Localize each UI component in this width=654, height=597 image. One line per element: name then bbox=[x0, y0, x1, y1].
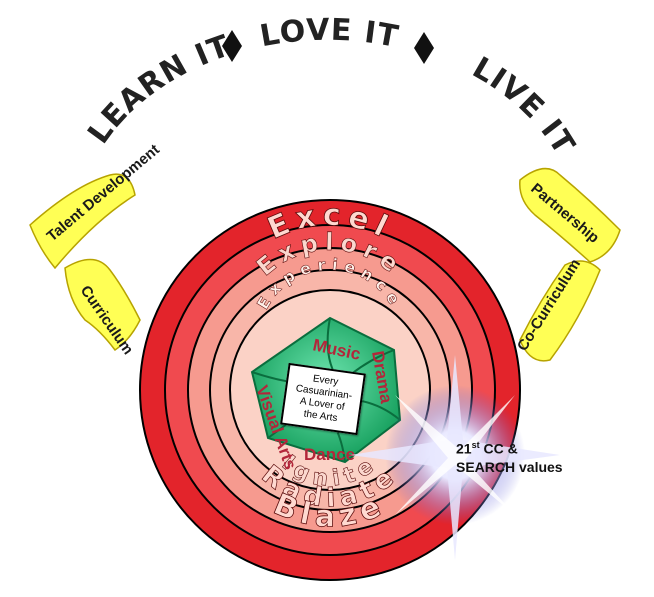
motto-arc: LEARN IT bbox=[81, 29, 235, 151]
art-dance: Dance bbox=[304, 445, 355, 464]
star-label-line-2: SEARCH values bbox=[456, 458, 563, 475]
starburst-icon bbox=[350, 355, 560, 560]
ribbon-label-talent-development: Talent Development bbox=[44, 141, 163, 245]
motto-arc-live: LIVE IT bbox=[467, 50, 582, 161]
svg-text:Talent Development: Talent Development bbox=[44, 141, 163, 245]
ribbon-partnership: Partnership bbox=[519, 167, 621, 263]
motto-live: LIVE IT bbox=[467, 50, 582, 161]
diamond-left-icon bbox=[222, 30, 242, 62]
diamond-right-icon bbox=[414, 32, 434, 64]
ribbon-curriculum: Curriculum bbox=[64, 258, 141, 358]
center-card: Every Casuarinian- A Lover of the Arts bbox=[280, 362, 366, 436]
motto-love: LOVE IT bbox=[257, 13, 401, 55]
ribbon-co-curriculum: Co-Curriculum bbox=[514, 256, 601, 362]
star-label-line-1: 21st CC & bbox=[456, 440, 518, 457]
motto-learn: LEARN IT bbox=[81, 29, 235, 151]
ribbon-talent-development: Talent Development bbox=[29, 141, 163, 270]
motto-arc-love: LOVE IT bbox=[257, 13, 401, 55]
star-label: 21st CC & SEARCH values bbox=[456, 436, 563, 476]
